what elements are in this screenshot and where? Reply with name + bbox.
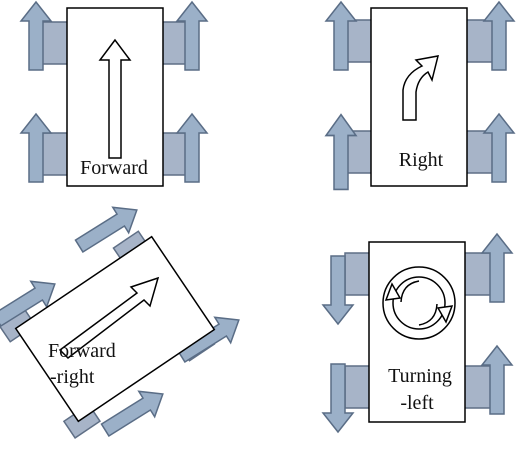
robot-body-forward-right	[14, 235, 216, 423]
panel-label-turning-left-line1: Turning	[388, 365, 452, 387]
panel-label-forward-right-line1: Forward	[48, 340, 116, 362]
wheel-rear-right	[159, 132, 189, 176]
panel-right: Right	[325, 1, 515, 191]
curved-right-arrow-icon	[402, 55, 440, 121]
wheel-rear-right	[464, 130, 494, 174]
panel-label-forward: Forward	[80, 157, 148, 179]
wheel-front-left	[41, 21, 71, 65]
wheel-rear-left	[41, 132, 71, 176]
panel-label-turning-left-line2: -left	[400, 392, 434, 414]
robot-body-forward-right-group: Forward -right	[14, 235, 216, 423]
wheel-front-right	[462, 252, 492, 296]
wheel-front-right	[159, 21, 189, 65]
panel-forward: Forward	[20, 1, 208, 187]
straight-up-arrow-icon	[98, 38, 132, 159]
rotation-arrow-icon	[382, 266, 456, 340]
wheel-rear-right	[462, 365, 492, 409]
panel-label-right: Right	[399, 149, 444, 171]
robot-body-right	[370, 7, 468, 187]
panel-label-forward-right-line2: -right	[50, 366, 95, 388]
robot-body-turning-left	[368, 241, 466, 423]
panel-turning-left: Turning -left	[322, 233, 513, 433]
diagonal-arrow-icon	[58, 276, 160, 359]
wheel-front-right	[464, 19, 494, 63]
